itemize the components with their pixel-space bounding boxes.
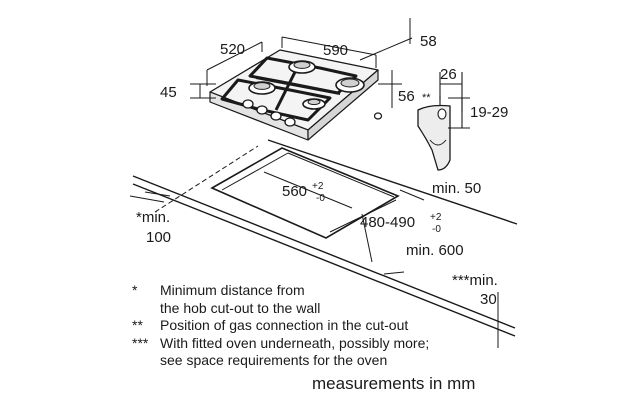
dim-hob-width: 590 — [323, 42, 348, 59]
dim-hob-height: 45 — [160, 84, 177, 101]
footnote-side-wall: * Minimum distance from the hob cut-out … — [132, 282, 429, 317]
gas-connection-point — [437, 108, 447, 120]
dim-frame-offset: 58 — [420, 33, 437, 50]
dim-min-oven-line-1: ***min. — [452, 272, 498, 289]
dim-cutout-depth-tolerance-minus: -0 — [432, 224, 441, 235]
footnote-text-line: see space requirements for the oven — [160, 352, 388, 369]
footnote-gas-connection: ** Position of gas connection in the cut… — [132, 317, 429, 335]
footnote-text-line: Minimum distance from — [160, 282, 305, 298]
gas-connection-profile — [417, 104, 451, 171]
hob-dimension-lines — [190, 18, 413, 108]
hob-illustration — [209, 49, 383, 141]
footnote-text-line: With fitted oven underneath, possibly mo… — [160, 334, 430, 351]
footnote-text: Minimum distance from the hob cut-out to… — [160, 282, 320, 317]
units-label: measurements in mm — [312, 374, 476, 393]
gas-connection-marker: ** — [422, 92, 431, 104]
dim-gas-offset-x: 26 — [440, 66, 457, 83]
dim-min-oven-line-2: 30 — [480, 291, 497, 308]
gas-connection-detail — [417, 72, 470, 171]
dimension-labels: 520 590 58 45 56 26 ** 19-29 560 +2 -0 4… — [136, 33, 508, 308]
dim-min-side-wall-line-2: 100 — [146, 229, 171, 246]
footnotes: * Minimum distance from the hob cut-out … — [132, 282, 429, 370]
dim-min-back: min. 50 — [432, 180, 481, 197]
dim-cutout-width-tolerance-minus: -0 — [316, 193, 325, 204]
dim-cutout-width: 560 — [282, 183, 307, 200]
footnote-text: Position of gas connection in the cut-ou… — [160, 317, 408, 335]
dim-cutout-width-tolerance-plus: +2 — [312, 181, 324, 192]
footnote-oven: *** With fitted oven underneath, possibl… — [132, 335, 429, 370]
footnote-text-line: Position of gas connection in the cut-ou… — [160, 317, 409, 334]
worktop-illustration — [132, 139, 518, 337]
dim-gas-offset-y: 19-29 — [470, 104, 508, 121]
footnote-marker: *** — [132, 334, 149, 351]
dim-edge-offset: 56 — [398, 88, 415, 105]
pan-support-front — [220, 78, 332, 122]
dim-cutout-depth-tolerance-plus: +2 — [430, 212, 442, 223]
footnote-marker: * — [132, 282, 138, 298]
footnote-marker: ** — [132, 317, 143, 334]
control-knobs — [242, 99, 296, 127]
footnote-text-line: the hob cut-out to the wall — [160, 299, 321, 316]
dim-hob-depth: 520 — [220, 41, 245, 58]
footnote-text: With fitted oven underneath, possibly mo… — [160, 335, 429, 370]
worktop-dimension-lines — [129, 145, 499, 348]
worktop-cutout — [210, 147, 400, 239]
dim-min-worktop-depth: min. 600 — [406, 242, 464, 259]
dim-min-side-wall-line-1: *min. — [136, 209, 170, 226]
dim-cutout-depth: 480-490 — [360, 214, 415, 231]
